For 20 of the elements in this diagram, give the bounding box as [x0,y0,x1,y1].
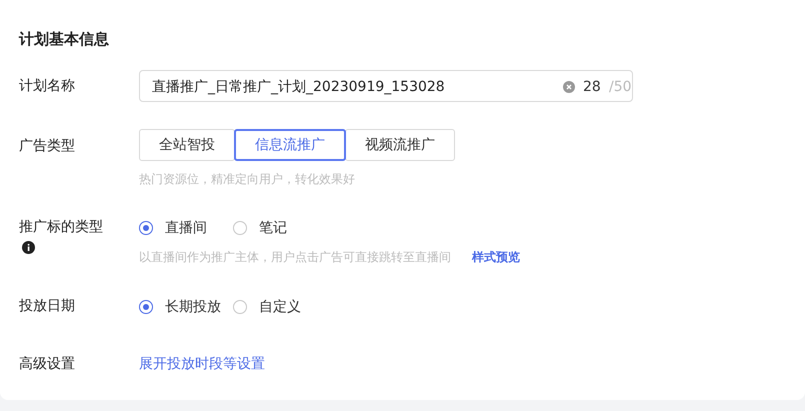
field-label: 计划名称 [19,77,75,96]
preview-link: 样式预览 [472,249,520,266]
field-label: 推广标的类型 [19,218,103,237]
settings-link: 展开投放时段等设置 [139,355,265,374]
tab: 全站智投 [139,129,235,161]
field-label: 投放日期 [19,297,75,316]
character-limit: /50 [609,78,632,97]
option-label: 长期投放 [165,298,221,317]
option-label: 笔记 [259,219,287,238]
field-label: 高级设置 [19,355,75,374]
hint-text: 以直播间作为推广主体，用户点击广告可直接跳转至直播间 [139,249,451,266]
character-count: 28 [583,78,601,97]
option-label: 自定义 [259,298,301,317]
hint-text: 热门资源位，精准定向用户，转化效果好 [139,171,355,188]
option-label: 直播间 [165,219,207,238]
tab: 视频流推广 [345,129,455,161]
input-value: 直播推广_日常推广_计划_20230919_153028 [152,78,445,97]
tab: 信息流推广 [234,129,346,161]
field-label: 广告类型 [19,137,75,156]
section-heading: 计划基本信息 [19,29,109,49]
